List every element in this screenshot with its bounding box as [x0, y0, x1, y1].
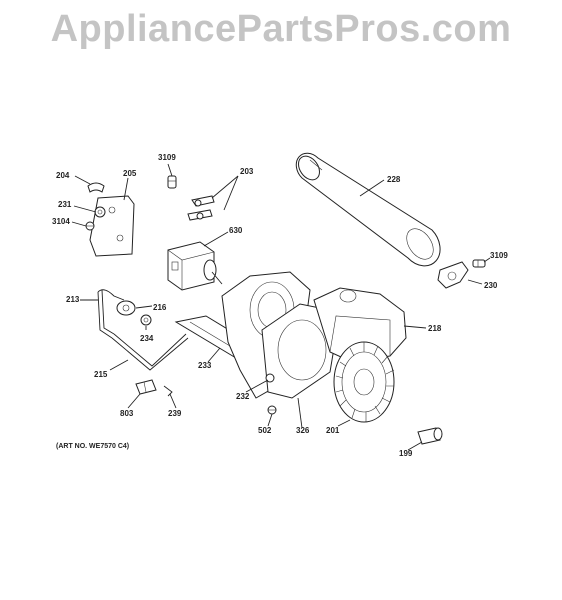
- callout-3109: 3109: [158, 153, 176, 162]
- callout-228: 228: [387, 175, 401, 184]
- callout-213: 213: [66, 295, 80, 304]
- callout-326: 326: [296, 426, 310, 435]
- part-234-nut: [140, 314, 152, 326]
- part-215-wire: [111, 333, 189, 371]
- watermark-text: AppliancePartsPros.com: [50, 8, 512, 50]
- part-203-clips: [187, 195, 215, 221]
- part-201-blower-wheel: [333, 341, 395, 423]
- callout-502: 502: [258, 426, 272, 435]
- art-number: (ART NO. WE7570 C4): [56, 443, 129, 450]
- part-228-duct: [295, 152, 441, 267]
- part-239-clip: [163, 385, 173, 397]
- part-326-housing: [221, 271, 341, 399]
- callout-231: 231: [58, 200, 72, 209]
- callout-203: 203: [240, 167, 254, 176]
- callout-230: 230: [484, 281, 498, 290]
- callout-218: 218: [428, 324, 442, 333]
- part-218-blower-cover: [313, 287, 407, 363]
- part-204-clip: [87, 182, 105, 193]
- part-502-screw: [267, 405, 277, 415]
- part-3109-screw-right: [472, 259, 486, 268]
- callout-233: 233: [198, 361, 212, 370]
- callout-215: 215: [94, 370, 108, 379]
- part-630-timer: [167, 241, 223, 291]
- callout-630: 630: [229, 226, 243, 235]
- callout-205: 205: [123, 169, 137, 178]
- part-231-screw: [94, 206, 106, 218]
- leader-lines: [71, 163, 491, 451]
- part-803-connector: [135, 379, 157, 395]
- callout-199: 199: [399, 449, 413, 458]
- callout-216: 216: [153, 303, 167, 312]
- part-230-clamp: [437, 261, 469, 289]
- callout-201: 201: [326, 426, 340, 435]
- callout-232: 232: [236, 392, 250, 401]
- part-3104-screw: [85, 221, 95, 231]
- callout-803: 803: [120, 409, 134, 418]
- part-213-wire: [97, 289, 125, 339]
- callout-3104: 3104: [52, 217, 70, 226]
- part-205-bracket: [89, 195, 135, 257]
- callout-3109-right: 3109: [490, 251, 508, 260]
- callout-204: 204: [56, 171, 70, 180]
- part-3109-screw: [167, 175, 177, 189]
- callout-234: 234: [140, 334, 154, 343]
- part-199-bolt: [417, 427, 443, 445]
- part-216-switch: [116, 300, 136, 316]
- callout-239: 239: [168, 409, 182, 418]
